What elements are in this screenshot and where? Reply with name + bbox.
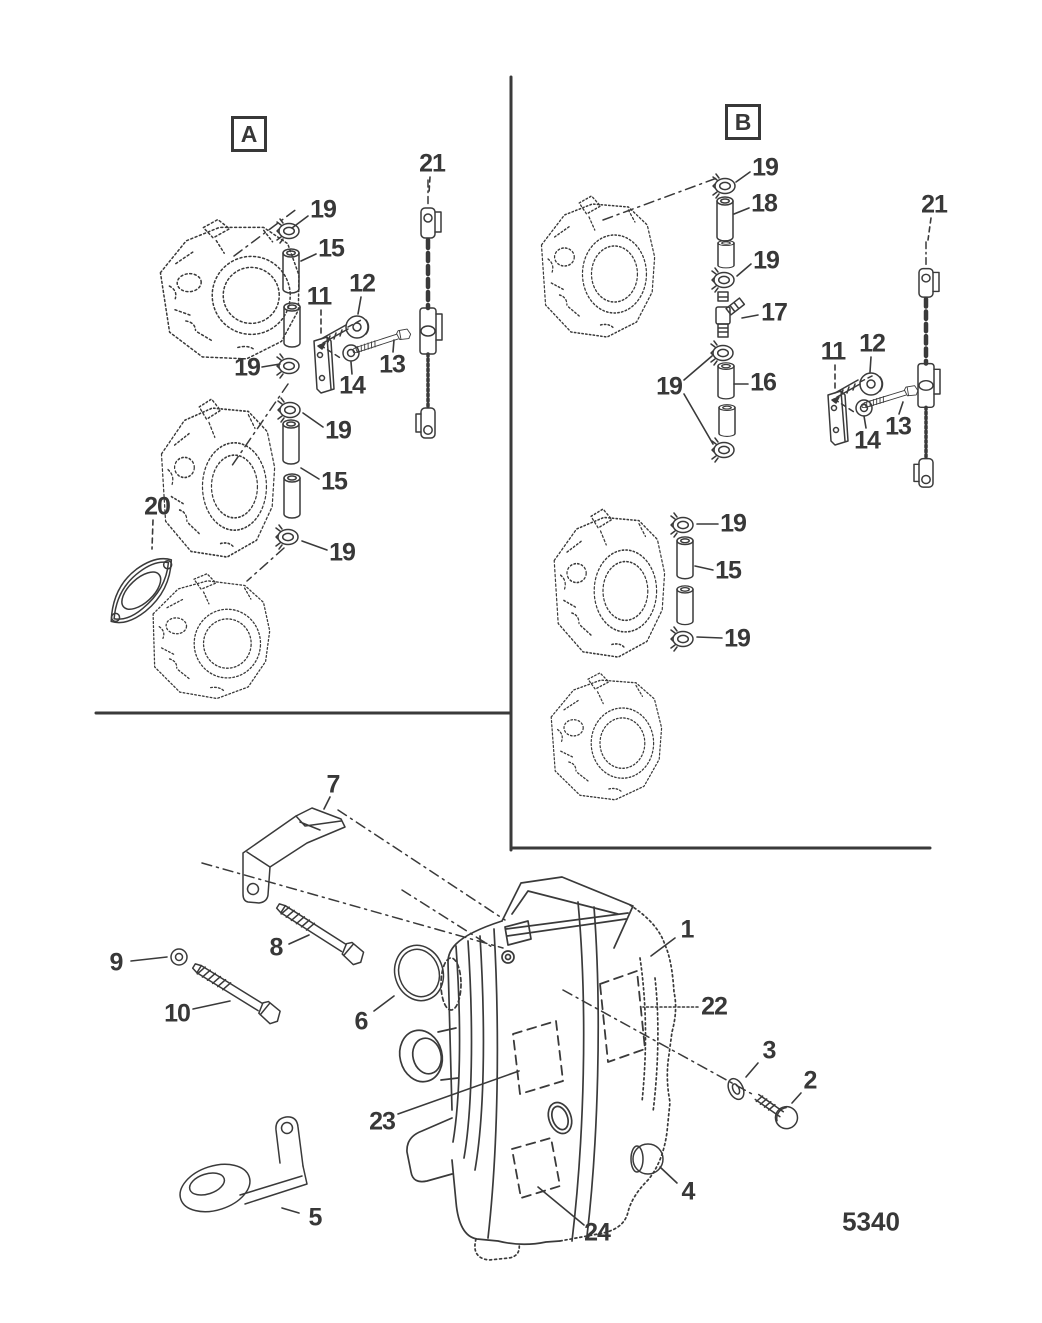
washer-3	[727, 1077, 745, 1101]
hose-clamp-19	[276, 218, 300, 244]
leader-line-10	[192, 1000, 231, 1010]
leader-line-12	[357, 296, 362, 315]
fuel-hose-15-lower	[283, 302, 301, 348]
hose-clamp-19	[670, 512, 694, 538]
hose-clamp-19	[711, 267, 735, 293]
hose-clamp-19	[275, 524, 299, 550]
leader-line-7	[323, 796, 331, 810]
leader-line-13	[392, 339, 395, 353]
leader-line-15	[300, 253, 317, 262]
gasket-24-outline	[511, 1137, 561, 1199]
leader-line-19	[683, 355, 713, 381]
hose-clamp-19	[276, 353, 300, 379]
manifold-oval-port	[547, 1101, 573, 1135]
leader-line-20	[151, 519, 154, 550]
carburetor-a-middle	[160, 398, 276, 558]
leader-line-4	[659, 1166, 678, 1184]
fuel-hose-15-lower	[283, 473, 301, 519]
throttle-linkage-21	[416, 180, 442, 438]
leader-line-19	[736, 263, 752, 277]
intake-manifold-1	[398, 876, 677, 1261]
leader-line-24	[537, 1186, 585, 1226]
expansion-plug-4	[630, 1143, 664, 1175]
manifold-lower-port	[398, 1027, 459, 1083]
bolt-8	[272, 897, 368, 969]
o-ring-seal-6	[393, 944, 445, 1002]
bolt-13	[350, 326, 413, 357]
carburetor-gasket-20	[110, 557, 173, 624]
fuel-hose-16-upper	[717, 362, 735, 400]
leader-line-15	[694, 565, 714, 571]
leader-line-6	[373, 995, 395, 1012]
leader-line-19	[696, 636, 723, 639]
leader-line-14	[350, 361, 353, 375]
hose-clamp-19	[711, 437, 735, 463]
throttle-linkage-21	[914, 242, 940, 487]
fuel-hose-18-lower	[717, 239, 735, 269]
leader-line-3	[745, 1062, 759, 1078]
hose-clamp-19	[670, 626, 694, 652]
fuel-hose-16-lower	[718, 403, 736, 438]
gasket-22-outline	[599, 970, 646, 1063]
fuel-hose-18-upper	[716, 196, 734, 242]
leader-line-1	[650, 937, 676, 957]
hose-clamp-19	[277, 397, 301, 423]
support-bracket-5	[179, 1116, 308, 1213]
hose-clamp-19	[710, 340, 734, 366]
cam-follower-assembly-b	[827, 372, 920, 446]
leader-line-9	[130, 956, 168, 962]
leader-line-19	[291, 215, 309, 229]
hose-clamp-19	[712, 173, 736, 199]
leader-line-13	[898, 401, 904, 415]
fuel-hose-15-upper	[676, 536, 694, 580]
fuel-hose-15-upper	[282, 248, 300, 294]
leader-line-19	[301, 540, 328, 551]
leader-line-12	[869, 356, 872, 373]
leader-line-5	[281, 1207, 300, 1214]
leader-line-23	[397, 1070, 520, 1115]
leader-lines-layer	[130, 171, 932, 1226]
carburetor-b-top	[540, 195, 656, 338]
washer-14	[342, 344, 360, 362]
leader-line-8	[288, 934, 310, 945]
carburetor-a-bottom	[148, 570, 274, 702]
mounting-bracket-7	[242, 807, 346, 904]
gasket-23-outline	[512, 1020, 564, 1095]
washer-14	[855, 399, 873, 417]
carburetor-b-bottom	[550, 672, 663, 801]
fuel-hose-15-upper	[282, 419, 300, 465]
leader-line-19	[261, 363, 281, 368]
bolt-10	[188, 957, 285, 1028]
carburetor-b-middle	[553, 508, 666, 658]
leader-line-17	[741, 314, 759, 319]
cam-follower-assembly-a	[313, 315, 413, 394]
leader-line-19	[683, 393, 714, 445]
leader-line-2	[791, 1092, 802, 1104]
bolt-2	[754, 1093, 799, 1130]
leader-line-19	[302, 412, 324, 428]
leader-line-18	[733, 207, 750, 215]
leader-line-21	[927, 217, 932, 241]
leader-line-19	[735, 171, 751, 183]
leader-line-14	[863, 415, 867, 429]
leader-line-15	[300, 467, 320, 480]
leader-line-21	[428, 176, 431, 194]
alignment-centerlines	[201, 177, 753, 1095]
washer-9	[170, 948, 188, 966]
tee-fitting-17	[715, 291, 746, 338]
drawing-code: 5340	[842, 1206, 900, 1237]
fuel-hose-15-lower	[676, 585, 694, 626]
